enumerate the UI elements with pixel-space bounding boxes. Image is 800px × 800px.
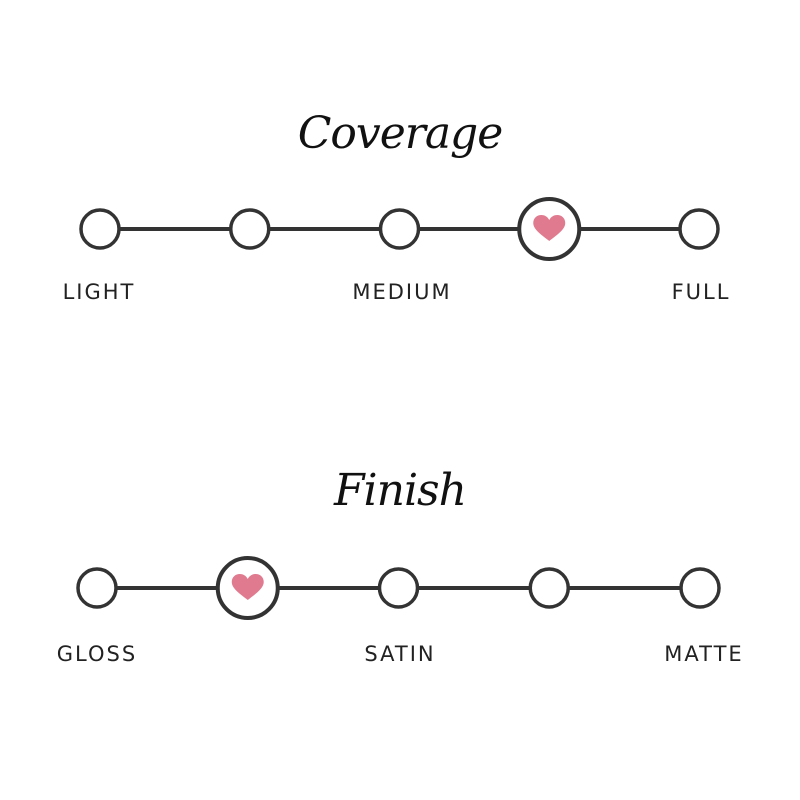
coverage-scale: [79, 197, 720, 261]
scale-point: [678, 208, 720, 250]
coverage-label-light: LIGHT: [62, 280, 136, 304]
scale-point: [378, 208, 421, 250]
finish-title: Finish: [334, 465, 467, 516]
finish-label-satin: SATIN: [364, 642, 436, 666]
scale-point: [679, 567, 721, 609]
finish-label-matte: MATTE: [664, 642, 744, 666]
scale-point: [76, 567, 118, 609]
scale-point: [229, 208, 271, 250]
coverage-label-medium: MEDIUM: [352, 280, 452, 304]
heart-icon: [231, 573, 264, 600]
coverage-label-full: FULL: [671, 280, 731, 304]
scale-point: [79, 208, 121, 250]
finish-scale: [76, 556, 721, 620]
heart-icon: [533, 214, 566, 241]
coverage-title: Coverage: [297, 108, 504, 159]
scale-point: [377, 567, 420, 609]
scale-point: [528, 567, 570, 609]
finish-label-gloss: GLOSS: [56, 642, 138, 666]
